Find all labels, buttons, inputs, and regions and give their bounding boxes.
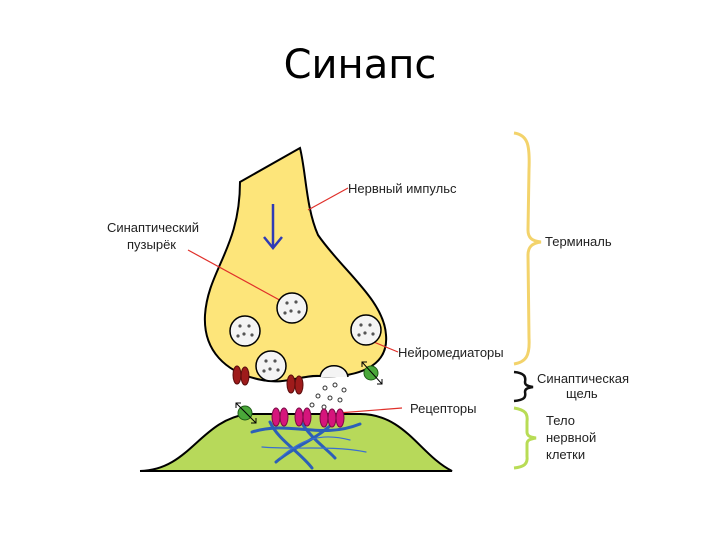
label-cell-line1: Тело bbox=[546, 413, 575, 428]
label-terminal: Терминаль bbox=[545, 234, 612, 249]
label-cell-line2: нервной bbox=[546, 430, 596, 445]
cell-fibers bbox=[250, 418, 367, 470]
synaptic-vesicles bbox=[229, 292, 382, 382]
cell-body-brace bbox=[513, 406, 537, 470]
transporter-postsynaptic bbox=[235, 402, 257, 424]
label-impulse: Нервный импульс bbox=[348, 181, 457, 196]
label-neuromediators: Нейромедиаторы bbox=[398, 345, 504, 360]
neurotransmitters bbox=[309, 382, 347, 410]
label-cleft-line2: щель bbox=[566, 386, 598, 401]
label-cell-line3: клетки bbox=[546, 447, 585, 462]
transporter-presynaptic bbox=[361, 361, 383, 385]
vesicle bbox=[255, 350, 287, 382]
presynaptic-channels bbox=[232, 365, 304, 395]
vesicle bbox=[276, 292, 308, 324]
label-vesicle-line1: Синаптический bbox=[107, 220, 199, 235]
terminal-brace bbox=[513, 131, 542, 366]
page-title: Синапс bbox=[283, 42, 437, 88]
vesicle bbox=[229, 315, 261, 347]
fusing-vesicle bbox=[319, 365, 349, 378]
label-vesicle-line2: пузырёк bbox=[127, 237, 176, 252]
label-receptors: Рецепторы bbox=[410, 401, 477, 416]
label-cleft-line1: Синаптическая bbox=[537, 371, 629, 386]
vesicle bbox=[350, 314, 382, 346]
impulse-arrow bbox=[263, 204, 283, 250]
annotation-lines bbox=[187, 187, 403, 414]
cleft-brace bbox=[513, 370, 534, 403]
receptors bbox=[271, 407, 345, 428]
